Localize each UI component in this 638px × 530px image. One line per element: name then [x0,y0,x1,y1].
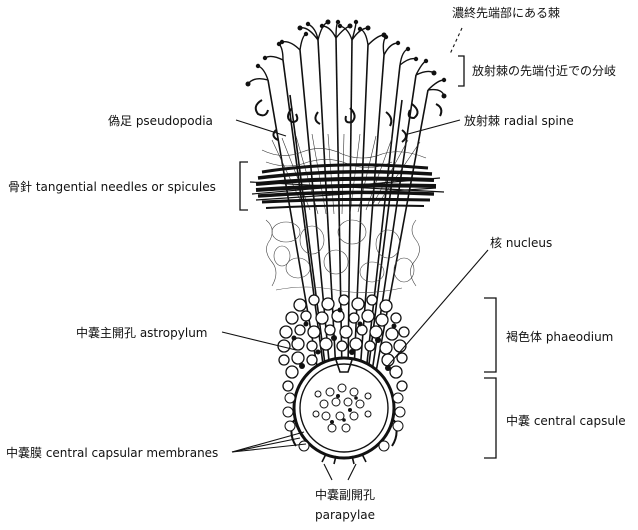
cytoplasm-mesh [266,220,420,293]
tip-knobs [246,20,447,99]
label-nucleus: 核 nucleus [490,236,552,250]
label-tangential-needles: 骨針 tangential needles or spicules [8,180,216,194]
label-pseudopodia: 偽足 pseudopodia [108,114,213,128]
label-astropylum: 中嚢主開孔 astropylum [76,326,208,340]
label-radial-spine: 放射棘 radial spine [464,114,574,128]
label-spine-tip-cell: 濃終先端部にある棘 [452,6,560,20]
label-capsular-membranes: 中嚢膜 central capsular membranes [6,446,218,460]
tangential-needles-band [250,165,444,208]
label-central-capsule: 中嚢 central capsule [506,414,626,428]
label-parapylae-jp: 中嚢副開孔 [300,488,390,502]
label-phaeodium: 褐色体 phaeodium [506,330,613,344]
label-parapylae-en: parapylae [300,508,390,522]
label-branching-near-tip: 放射棘の先端付近での分岐 [472,64,616,78]
